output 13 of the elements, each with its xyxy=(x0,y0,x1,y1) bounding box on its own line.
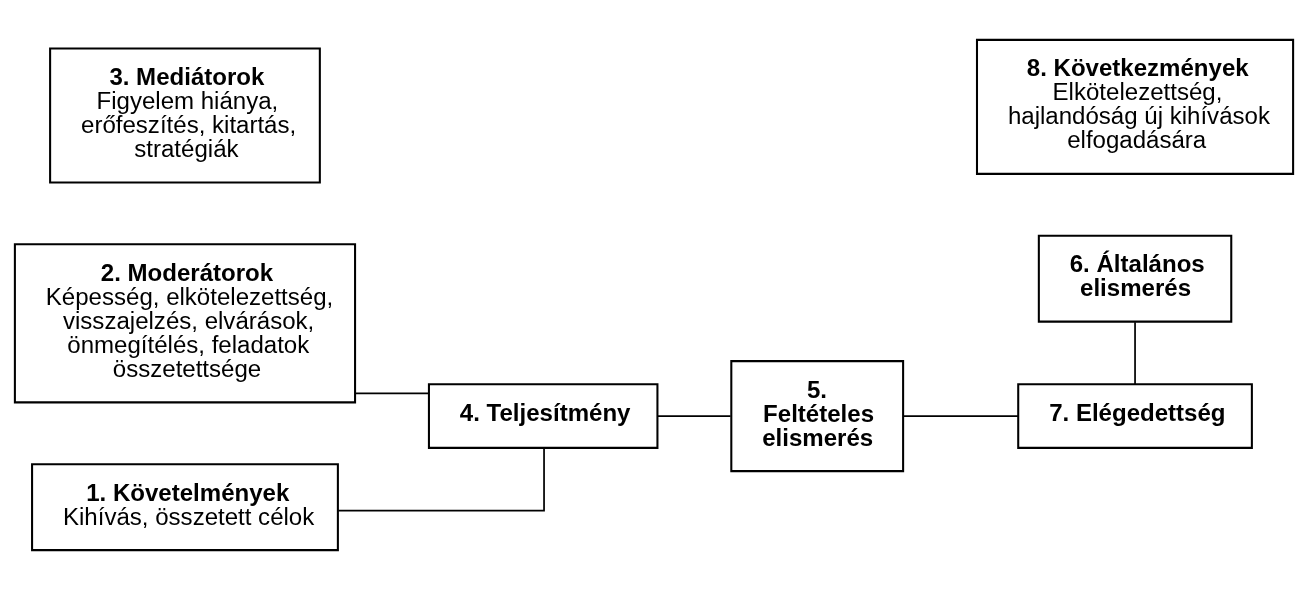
connector xyxy=(354,392,430,395)
node-box: 2. Moderátorok Képesség, elkötelezettség, visszajelzés, elvárások, önmegítélés, feladatok összetettsége xyxy=(13,243,357,404)
connector xyxy=(1134,321,1136,386)
node-box: 5. Feltételes elismerés xyxy=(730,360,905,473)
node-box: 4. Teljesítmény xyxy=(427,383,659,449)
connector xyxy=(656,415,732,417)
node-box: 3. Mediátorok Figyelem hiánya, erőfeszítés, kitartás, stratégiák xyxy=(49,47,321,184)
connector xyxy=(902,415,1019,417)
connector xyxy=(337,447,545,512)
node-box: 7. Elégedettség xyxy=(1017,383,1253,449)
node-box: 1. Követelmények Kihívás, összetett célok xyxy=(31,463,339,552)
node-box: 8. Következmények Elkötelezettség, hajlandóság új kihívások elfogadására xyxy=(975,38,1295,175)
node-box: 6. Általános elismerés xyxy=(1037,234,1233,323)
